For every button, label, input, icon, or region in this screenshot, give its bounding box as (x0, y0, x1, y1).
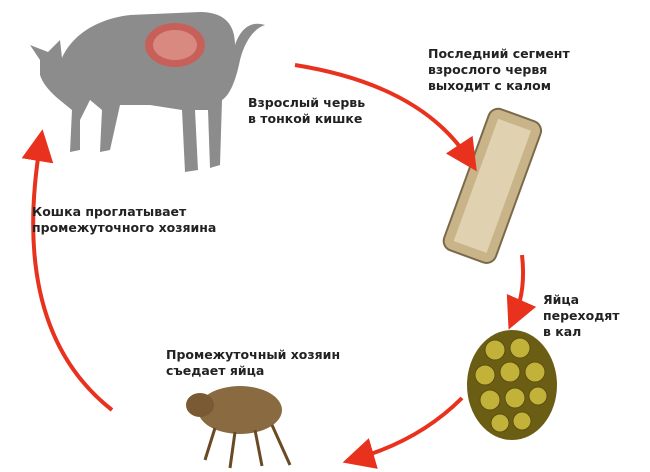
label-line: Промежуточный хозяин (166, 347, 341, 362)
egg-capsule-illustration (467, 330, 557, 440)
label-line: выходит с калом (428, 78, 551, 93)
label-last-segment: Последний сегмент взрослого червя выходи… (428, 46, 570, 94)
label-line: в тонкой кишке (248, 111, 363, 126)
arrow-to-segment (294, 63, 477, 172)
cat-illustration (30, 12, 265, 172)
arrow-to-eggs (506, 254, 537, 330)
label-line: Кошка проглатывает (32, 204, 187, 219)
label-line: взрослого червя (428, 62, 548, 77)
arrow-to-flea (342, 396, 464, 469)
label-cat-swallows: Кошка проглатывает промежуточного хозяин… (32, 204, 216, 236)
label-line: в кал (543, 324, 582, 339)
label-eggs: Яйца переходят в кал (543, 292, 620, 340)
label-line: съедает яйца (166, 363, 265, 378)
label-line: Последний сегмент (428, 46, 570, 61)
tapeworm-segment-illustration (442, 107, 543, 264)
label-line: промежуточного хозяина (32, 220, 217, 235)
label-line: переходят (543, 308, 620, 323)
label-intermediate-host: Промежуточный хозяин съедает яйца (166, 347, 340, 379)
flea-illustration (186, 386, 292, 469)
label-line: Взрослый червь (248, 95, 366, 110)
label-adult-worm: Взрослый червь в тонкой кишке (248, 95, 365, 127)
arrow-to-cat (21, 129, 114, 412)
label-line: Яйца (543, 292, 580, 307)
